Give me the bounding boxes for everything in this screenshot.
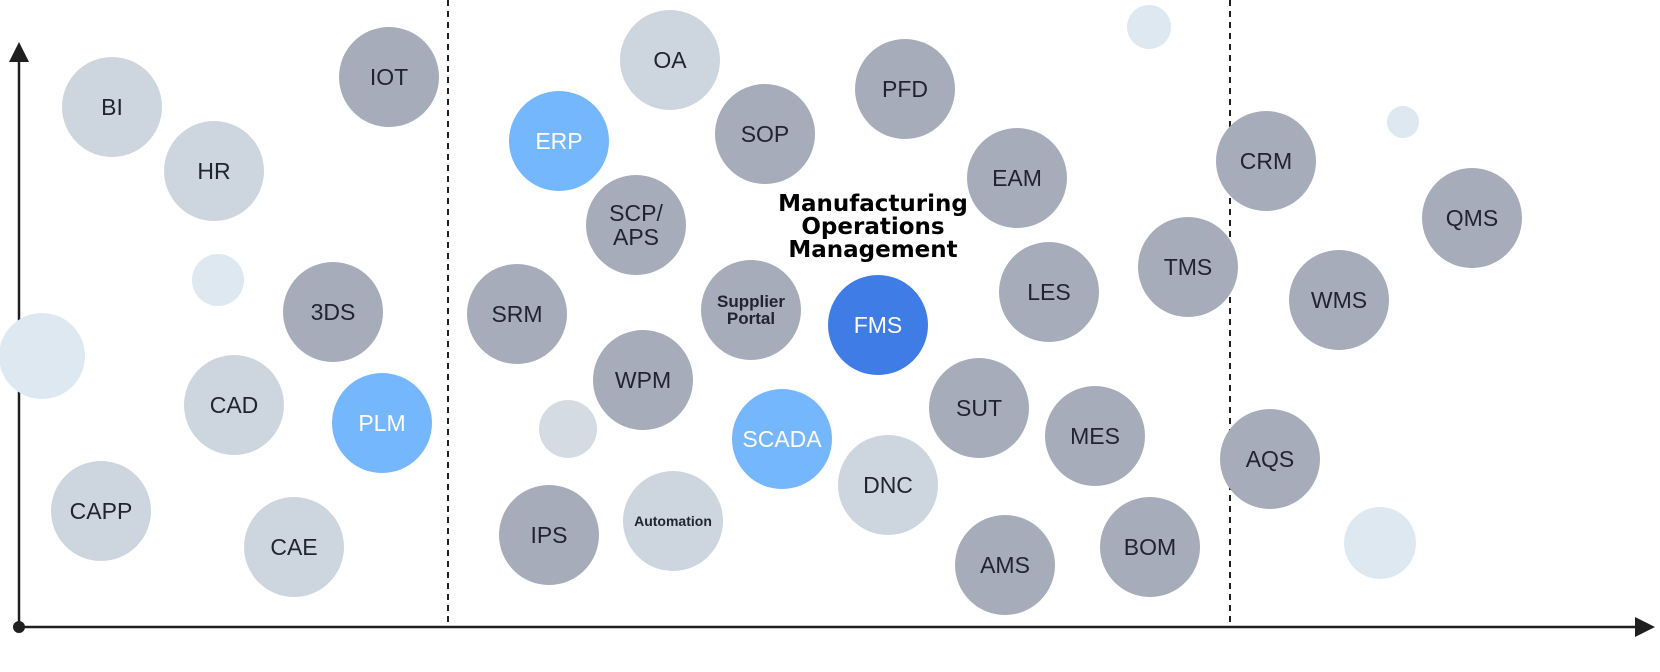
bubble-sut-label: SUT bbox=[956, 394, 1002, 421]
bubble-bom: BOM bbox=[1100, 497, 1200, 597]
bubble-plm: PLM bbox=[332, 373, 432, 473]
bubble-wpm-label: WPM bbox=[614, 366, 672, 393]
bubble-erp-label: ERP bbox=[535, 127, 583, 154]
bubble-fms-label: FMS bbox=[853, 311, 903, 338]
bubble-crm: CRM bbox=[1216, 111, 1316, 211]
bubble-oa-label: OA bbox=[653, 46, 687, 73]
bubble-mes: MES bbox=[1045, 386, 1145, 486]
bubble-automation: Automation bbox=[623, 471, 723, 571]
bubble-scada-label: SCADA bbox=[742, 425, 822, 452]
bubble-tms-label: TMS bbox=[1163, 253, 1213, 280]
bubble-bi: BI bbox=[62, 57, 162, 157]
bubble-wms: WMS bbox=[1289, 250, 1389, 350]
bubble-eam-label: EAM bbox=[992, 164, 1042, 191]
bubble-ips: IPS bbox=[499, 485, 599, 585]
bubble-bom-label: BOM bbox=[1123, 533, 1177, 560]
ghost-bubble-3 bbox=[192, 254, 244, 306]
bubble-supplier-portal: Supplier Portal bbox=[701, 260, 801, 360]
bubble-3ds-label: 3DS bbox=[310, 298, 356, 325]
ghost-bubble-1 bbox=[1127, 5, 1171, 49]
bubble-mes-label: MES bbox=[1070, 422, 1120, 449]
bubble-cad-label: CAD bbox=[209, 391, 259, 418]
bubble-supplier-portal-label: Supplier Portal bbox=[716, 292, 785, 328]
bubble-3ds: 3DS bbox=[283, 262, 383, 362]
bubble-scp-aps: SCP/ APS bbox=[586, 175, 686, 275]
bubble-wms-label: WMS bbox=[1310, 286, 1368, 313]
bubble-sop: SOP bbox=[715, 84, 815, 184]
bubble-aqs: AQS bbox=[1220, 409, 1320, 509]
bubble-capp-label: CAPP bbox=[69, 497, 133, 524]
bubble-iot: IOT bbox=[339, 27, 439, 127]
bubble-cae-label: CAE bbox=[270, 533, 318, 560]
bubble-plm-label: PLM bbox=[358, 409, 406, 436]
ghost-bubble-2 bbox=[1387, 106, 1419, 138]
bubble-qms-label: QMS bbox=[1445, 204, 1499, 231]
bubble-dnc: DNC bbox=[838, 435, 938, 535]
bubble-bi-label: BI bbox=[101, 93, 123, 120]
bubble-cad: CAD bbox=[184, 355, 284, 455]
bubble-scp-aps-label: SCP/ APS bbox=[609, 199, 663, 250]
bubble-pfd-label: PFD bbox=[882, 75, 928, 102]
bubble-dnc-label: DNC bbox=[863, 471, 913, 498]
ghost-bubble-6 bbox=[539, 400, 597, 458]
bubble-capp: CAPP bbox=[51, 461, 151, 561]
bubble-aqs-label: AQS bbox=[1245, 445, 1295, 472]
ghost-bubble-5 bbox=[1344, 507, 1416, 579]
bubble-les-label: LES bbox=[1027, 278, 1071, 305]
bubble-crm-label: CRM bbox=[1239, 147, 1293, 174]
ghost-bubble-4 bbox=[0, 313, 85, 399]
bubble-sop-label: SOP bbox=[740, 120, 790, 147]
bubble-ams-label: AMS bbox=[980, 551, 1030, 578]
bubble-les: LES bbox=[999, 242, 1099, 342]
bubble-ams: AMS bbox=[955, 515, 1055, 615]
bubble-erp: ERP bbox=[509, 91, 609, 191]
bubble-scada: SCADA bbox=[732, 389, 832, 489]
bubble-eam: EAM bbox=[967, 128, 1067, 228]
bubble-ips-label: IPS bbox=[530, 521, 568, 548]
bubble-cae: CAE bbox=[244, 497, 344, 597]
bubble-wpm: WPM bbox=[593, 330, 693, 430]
bubble-srm: SRM bbox=[467, 264, 567, 364]
bubble-fms: FMS bbox=[828, 275, 928, 375]
bubble-hr: HR bbox=[164, 121, 264, 221]
bubble-automation-label: Automation bbox=[634, 512, 712, 529]
bubble-tms: TMS bbox=[1138, 217, 1238, 317]
axis-origin-dot bbox=[13, 621, 25, 633]
bubble-srm-label: SRM bbox=[491, 300, 543, 327]
center-title: Manufacturing Operations Management bbox=[778, 191, 968, 263]
bubble-qms: QMS bbox=[1422, 168, 1522, 268]
bubble-pfd: PFD bbox=[855, 39, 955, 139]
bubble-hr-label: HR bbox=[197, 157, 231, 184]
bubble-iot-label: IOT bbox=[369, 63, 409, 90]
bubble-oa: OA bbox=[620, 10, 720, 110]
bubble-sut: SUT bbox=[929, 358, 1029, 458]
